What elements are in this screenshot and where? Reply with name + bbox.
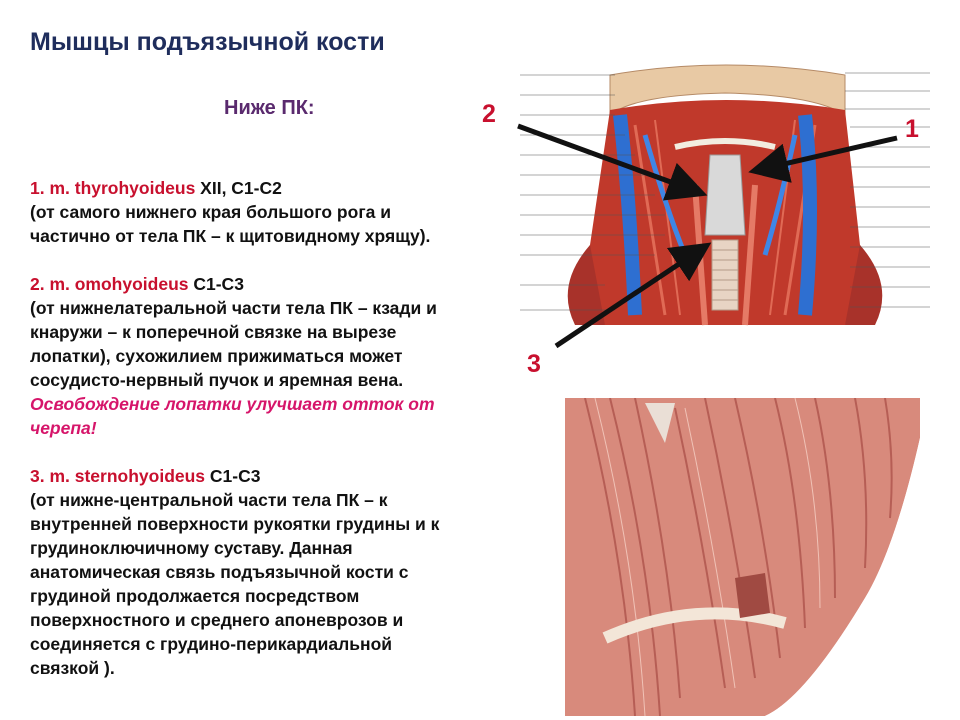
neck-anatomy-illustration [515,55,935,335]
muscle-3-heading: 3. m. sternohyoideus С1-С3 [30,464,530,488]
muscle-1-line-2: частично от тела ПК – к щитовидному хрящ… [30,226,431,246]
muscle-2-line-3: лопатки), сухожилием прижиматься может [30,346,403,366]
muscle-2-line-4: сосудисто-нервный пучок и яремная вена. [30,370,404,390]
muscle-3-line-1: (от нижне-центральной части тела ПК – к [30,490,388,510]
muscle-1-line-1: (от самого нижнего края большого рога и [30,202,391,222]
muscle-2-innervation: С1-С3 [188,274,244,294]
muscle-3-line-7: соединяется с грудино-перикардиальной [30,634,393,654]
muscle-3-line-5: грудиной продолжается посредством [30,586,360,606]
muscle-2-line-2: кнаружи – к поперечной связке на вырезе [30,322,397,342]
muscle-3-innervation: С1-С3 [205,466,261,486]
arrow-3 [554,242,712,349]
arrow-2 [517,123,708,201]
muscle-1-name: 1. m. thyrohyoideus [30,178,196,198]
muscle-3-line-4: анатомическая связь подъязычной кости с [30,562,409,582]
muscle-2-name: 2. m. omohyoideus [30,274,189,294]
arrow-label-2: 2 [482,100,496,128]
muscle-3-line-3: грудиноключичному суставу. Данная [30,538,353,558]
muscle-descriptions: 1. m. thyrohyoideus XII, С1-С2 (от самог… [30,176,530,680]
muscle-2-note-2: черепа! [30,418,97,438]
arrow-label-3: 3 [527,350,541,378]
muscle-2-heading: 2. m. omohyoideus С1-С3 [30,272,530,296]
muscle-3-line-2: внутренней поверхности рукоятки грудины … [30,514,440,534]
muscle-3-name: 3. m. sternohyoideus [30,466,206,486]
slide-subtitle: Ниже ПК: [224,97,315,119]
muscle-2-note-1: Освобождение лопатки улучшает отток от [30,394,435,414]
arrow-label-1: 1 [905,115,919,143]
neck-muscles-lateral-illustration [565,398,920,716]
muscle-2-line-1: (от нижнелатеральной части тела ПК – кза… [30,298,437,318]
muscle-3-line-6: поверхностного и среднего апоневрозов и [30,610,404,630]
muscle-1-heading: 1. m. thyrohyoideus XII, С1-С2 [30,176,530,200]
muscle-1-innervation: XII, С1-С2 [195,178,282,198]
slide-title: Мышцы подъязычной кости [30,28,385,56]
arrow-1 [748,135,898,183]
muscle-3-line-8: связкой ). [30,658,115,678]
